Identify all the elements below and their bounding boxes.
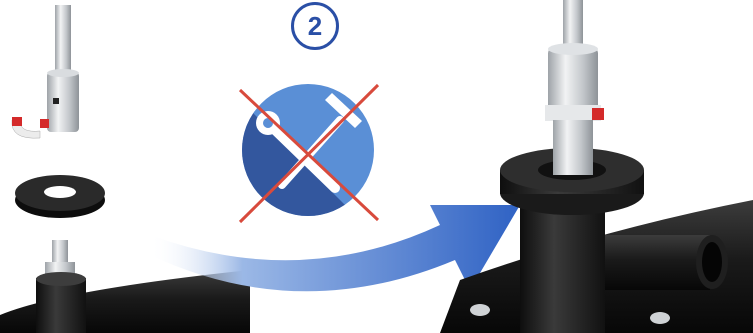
pipe-assembly-right [440, 0, 753, 333]
crossed-out-hammer-and-wrench-icon [230, 84, 378, 240]
rubber-washer [15, 175, 105, 218]
step-number: 2 [308, 13, 322, 39]
step-number-badge: 2 [291, 2, 339, 50]
red-clip-left [12, 117, 49, 138]
tool-rod-left [47, 5, 79, 132]
